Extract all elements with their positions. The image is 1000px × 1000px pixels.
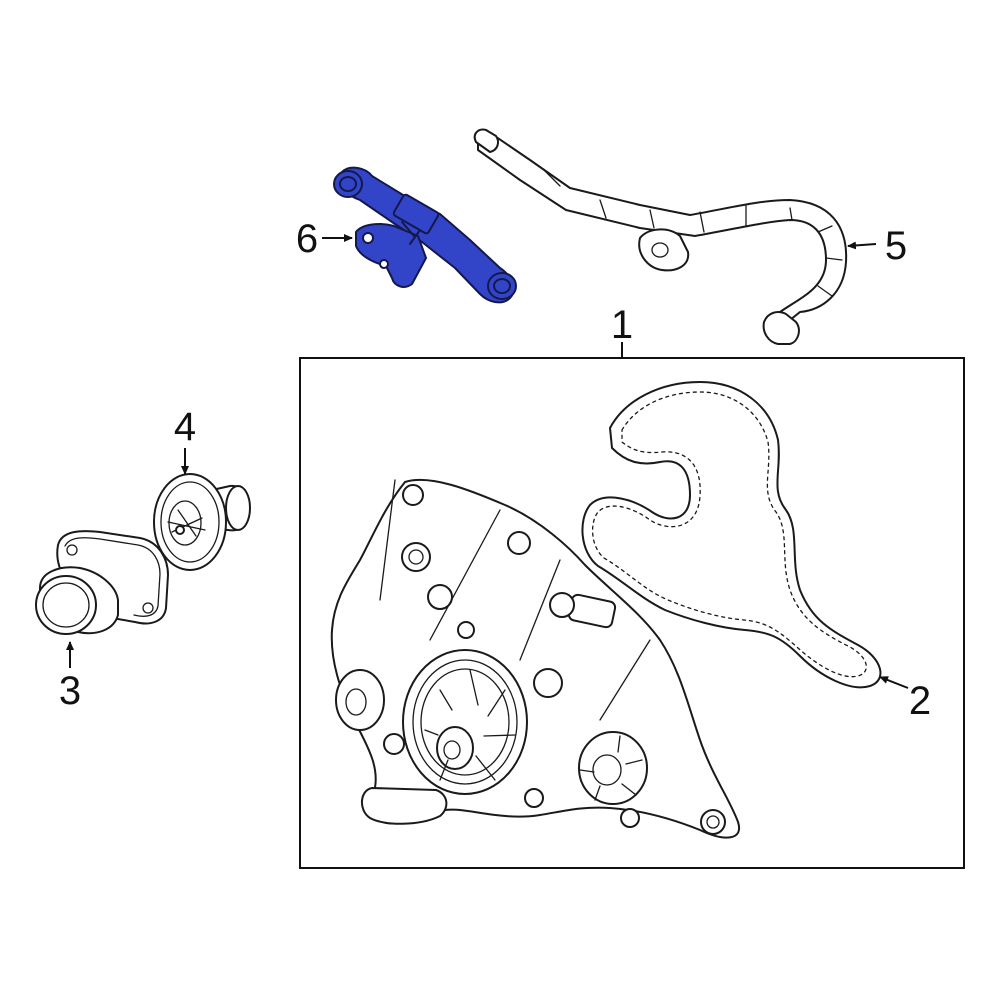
callout-5-leader	[847, 241, 877, 250]
water-pump-part[interactable]	[330, 478, 741, 839]
gasket-part[interactable]	[581, 381, 882, 689]
callout-6-label: 6	[296, 217, 318, 261]
callout-2-label: 2	[909, 679, 931, 723]
callout-1-label: 1	[611, 303, 633, 347]
assembly-box	[299, 357, 965, 869]
callout-5-label: 5	[885, 224, 907, 268]
callout-4-label: 4	[174, 405, 196, 449]
thermostat-part[interactable]	[153, 473, 251, 571]
callout-2-leader	[879, 676, 909, 689]
coolant-tube-part[interactable]	[473, 128, 848, 345]
callout-3-label: 3	[59, 669, 81, 713]
bracket-tube-part[interactable]	[333, 166, 517, 304]
thermostat-housing-part[interactable]	[35, 530, 169, 635]
